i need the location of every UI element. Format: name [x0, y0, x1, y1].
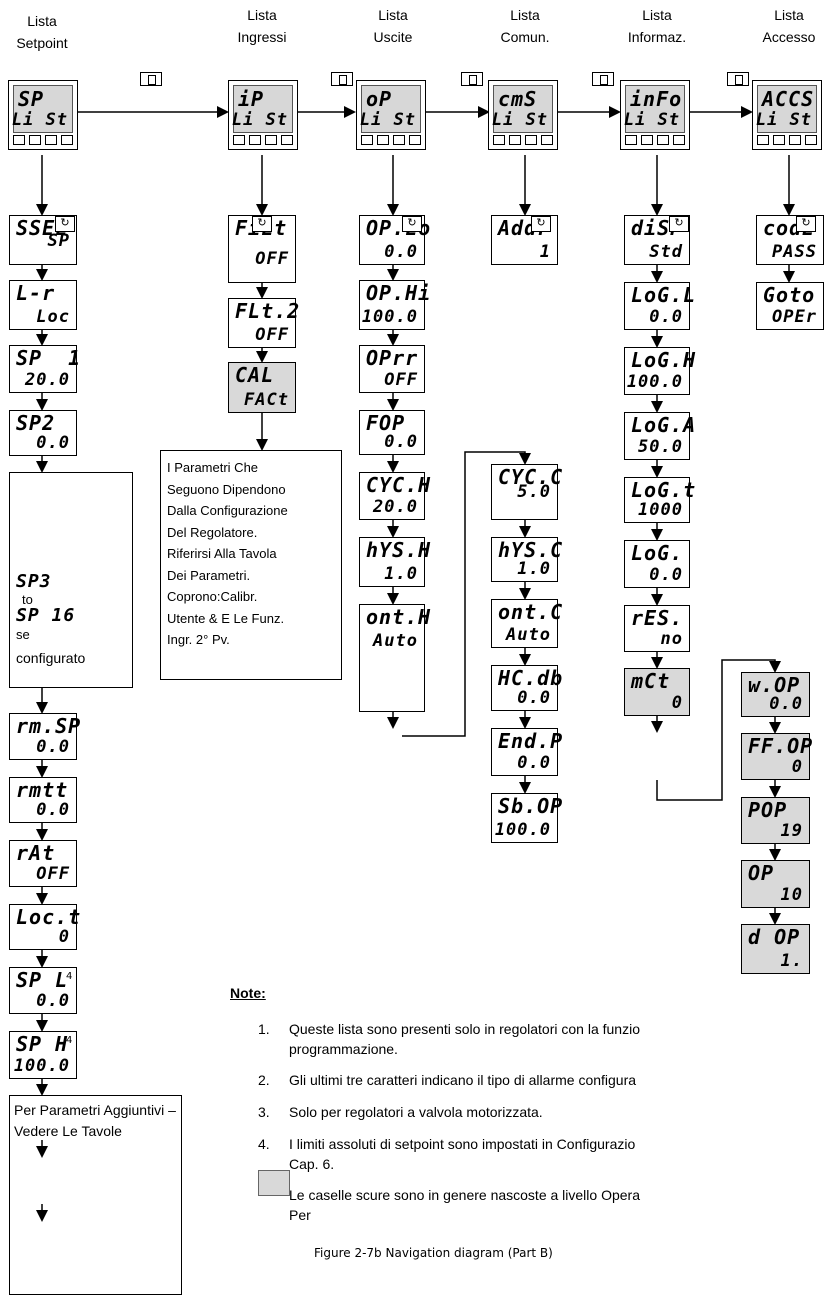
note-num: 3.	[258, 1104, 270, 1120]
notes-title: Note:	[230, 985, 266, 1001]
note-num: 2.	[258, 1072, 270, 1088]
shaded-legend-text: Le caselle scure sono in genere nascoste…	[289, 1187, 640, 1203]
note-text: Queste lista sono presenti solo in regol…	[289, 1021, 640, 1037]
shaded-legend-swatch	[258, 1170, 290, 1196]
scroll-key-icon: ↻	[402, 216, 422, 232]
note-text: Cap. 6.	[289, 1156, 335, 1172]
note-num: 4.	[258, 1136, 270, 1152]
page-key-icon	[331, 72, 353, 86]
scroll-key-icon: ↻	[55, 216, 75, 232]
note-num: 1.	[258, 1021, 270, 1037]
param-res: rES.no	[624, 605, 690, 652]
figure-caption: Figure 2-7b Navigation diagram (Part B)	[314, 1246, 553, 1260]
scroll-key-icon: ↻	[669, 216, 689, 232]
page-key-icon	[461, 72, 483, 86]
sp-range-box: SP3 to SP 16 se configurato	[9, 472, 133, 688]
page-key-icon	[140, 72, 162, 86]
param-log: LoG.0.0	[624, 540, 690, 588]
page-key-icon	[592, 72, 614, 86]
scroll-key-icon: ↻	[531, 216, 551, 232]
note-text: Solo per regolatori a valvola motorizzat…	[289, 1104, 543, 1120]
page-key-icon	[727, 72, 749, 86]
shaded-legend-text: Per	[289, 1207, 311, 1223]
sp-footer-box: Per Parametri Aggiuntivi –Vedere Le Tavo…	[9, 1095, 182, 1295]
note-text: programmazione.	[289, 1041, 398, 1057]
scroll-key-icon: ↻	[796, 216, 816, 232]
note-text: Gli ultimi tre caratteri indicano il tip…	[289, 1072, 637, 1088]
scroll-key-icon: ↻	[252, 216, 272, 232]
note-text: I limiti assoluti di setpoint sono impos…	[289, 1136, 636, 1152]
